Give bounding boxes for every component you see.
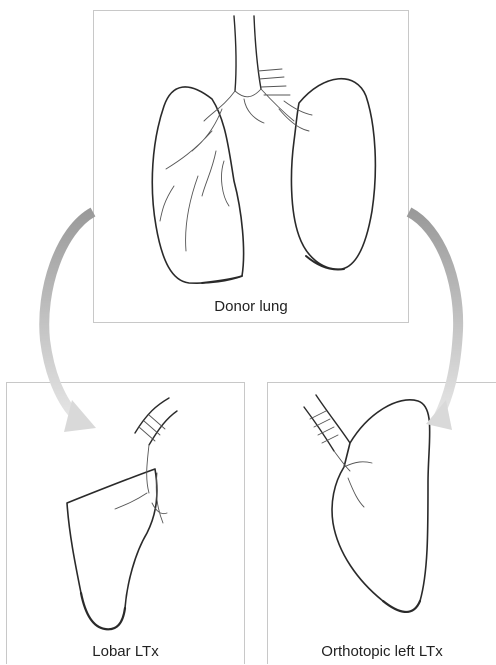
orthotopic-ltx-label: Orthotopic left LTx — [268, 643, 496, 660]
lobar-ltx-panel: Lobar LTx — [6, 382, 245, 664]
lobar-ltx-label: Lobar LTx — [7, 643, 244, 660]
donor-lung-panel: Donor lung — [93, 10, 409, 323]
donor-lung-illustration — [94, 11, 410, 324]
lobar-lung-illustration — [7, 383, 246, 665]
orthotopic-lung-illustration — [268, 383, 496, 665]
orthotopic-ltx-panel: Orthotopic left LTx — [267, 382, 496, 664]
donor-lung-label: Donor lung — [94, 298, 408, 315]
